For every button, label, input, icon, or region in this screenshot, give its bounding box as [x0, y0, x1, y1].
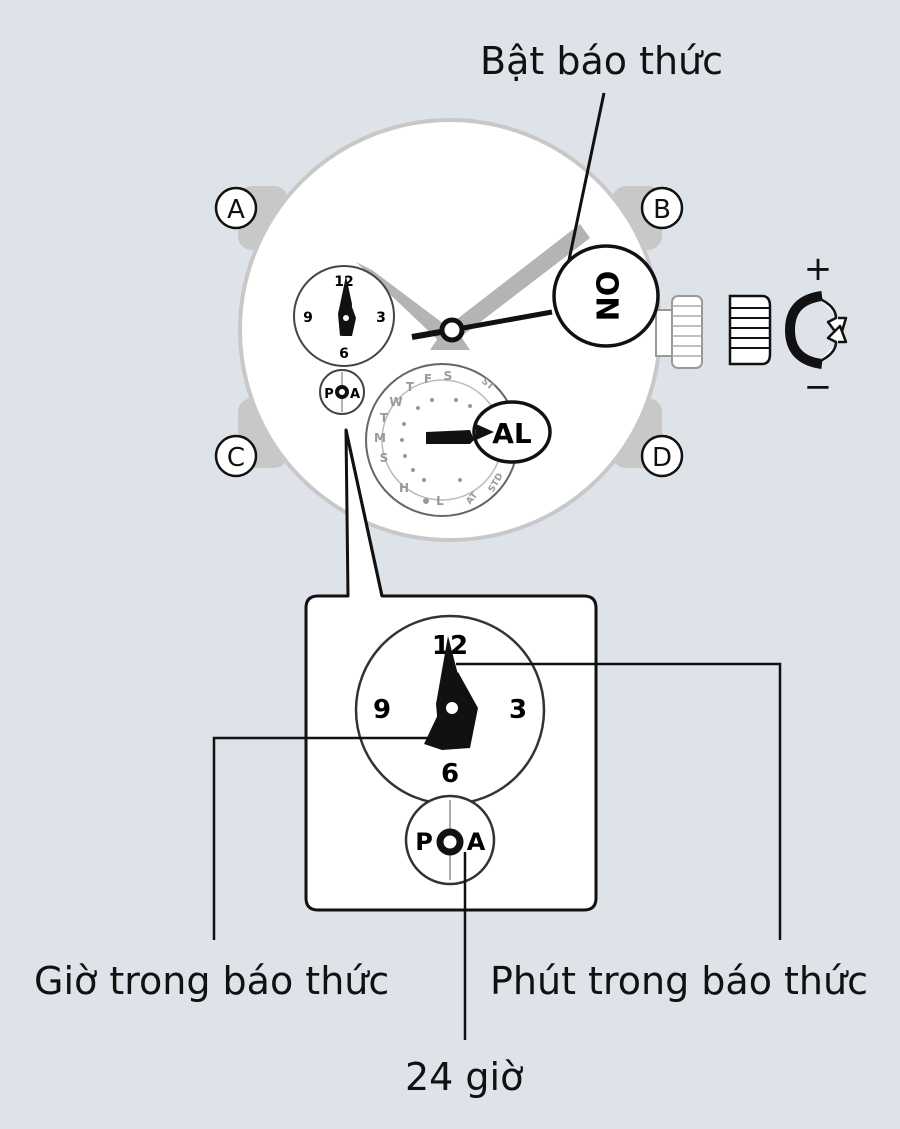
alarm-hand: [426, 430, 474, 444]
large-subdial-9: 9: [373, 695, 391, 725]
small-pa-dial: P A: [319, 369, 365, 415]
day-ring-s1: S: [444, 369, 453, 383]
button-a-icon: [214, 186, 258, 230]
small-pa-p: P: [324, 387, 334, 402]
button-c-letter: C: [227, 443, 245, 473]
button-b-icon: [640, 186, 684, 230]
plus-sign: +: [804, 249, 833, 289]
minute-leader-line: [456, 662, 782, 940]
main-hand-base: [430, 338, 470, 350]
button-d-icon: [640, 434, 684, 478]
button-c-icon: [214, 434, 258, 478]
day-ring-h: H: [399, 481, 409, 495]
day-ring-l: L: [436, 494, 444, 508]
day-ring-t1: T: [406, 380, 415, 394]
large-pa-hand: [436, 828, 464, 856]
crown: [655, 295, 703, 369]
label-alarm-on: Bật báo thức: [480, 39, 724, 83]
rotate-icon: [784, 291, 848, 369]
second-hand: [451, 309, 553, 333]
small-subdial-3: 3: [376, 310, 386, 326]
small-subdial: 12 3 6 9: [293, 265, 395, 367]
al-callout-text: AL: [492, 417, 532, 450]
crown-knurl: [672, 305, 702, 357]
day-ring-t2: T: [380, 411, 389, 425]
large-pa-dial: P A: [404, 794, 496, 886]
day-ring: S F T W T M S H L ST STD AT: [365, 363, 519, 517]
button-d-letter: D: [652, 443, 672, 473]
day-ring-m: M: [374, 431, 386, 445]
hour-leader-line: [212, 736, 432, 940]
crown-knob: [671, 295, 703, 369]
center-pivot: [439, 317, 465, 343]
large-subdial-3: 3: [509, 695, 527, 725]
al-callout: AL: [472, 400, 552, 464]
large-pa-a: A: [467, 828, 486, 856]
on-callout: ON: [552, 92, 660, 348]
main-minute-hand: [448, 224, 590, 336]
large-pa-p: P: [415, 828, 433, 856]
crown-side-icon: [728, 294, 772, 366]
large-subdial: 12 3 6 9: [354, 614, 546, 806]
small-subdial-12: 12: [334, 274, 353, 290]
minus-sign: −: [804, 367, 833, 407]
large-subdial-pivot: [446, 702, 458, 714]
small-subdial-6: 6: [339, 346, 349, 362]
label-24-hour: 24 giờ: [405, 1055, 524, 1099]
day-ring-f: F: [424, 372, 432, 386]
button-a-letter: A: [227, 195, 245, 225]
button-b-letter: B: [653, 195, 671, 225]
day-ring-s2: S: [380, 451, 389, 465]
on-callout-text: ON: [589, 271, 624, 322]
large-subdial-6: 6: [441, 759, 459, 789]
label-alarm-minute: Phút trong báo thức: [490, 959, 868, 1003]
day-ring-dots: [400, 398, 472, 504]
al-arrow-icon: [476, 424, 494, 440]
label-alarm-hour: Giờ trong báo thức: [34, 959, 390, 1003]
small-pa-a: A: [350, 387, 360, 402]
small-subdial-hour-hand: [342, 296, 356, 336]
day-ring-w: W: [389, 395, 402, 409]
small-subdial-9: 9: [303, 310, 313, 326]
